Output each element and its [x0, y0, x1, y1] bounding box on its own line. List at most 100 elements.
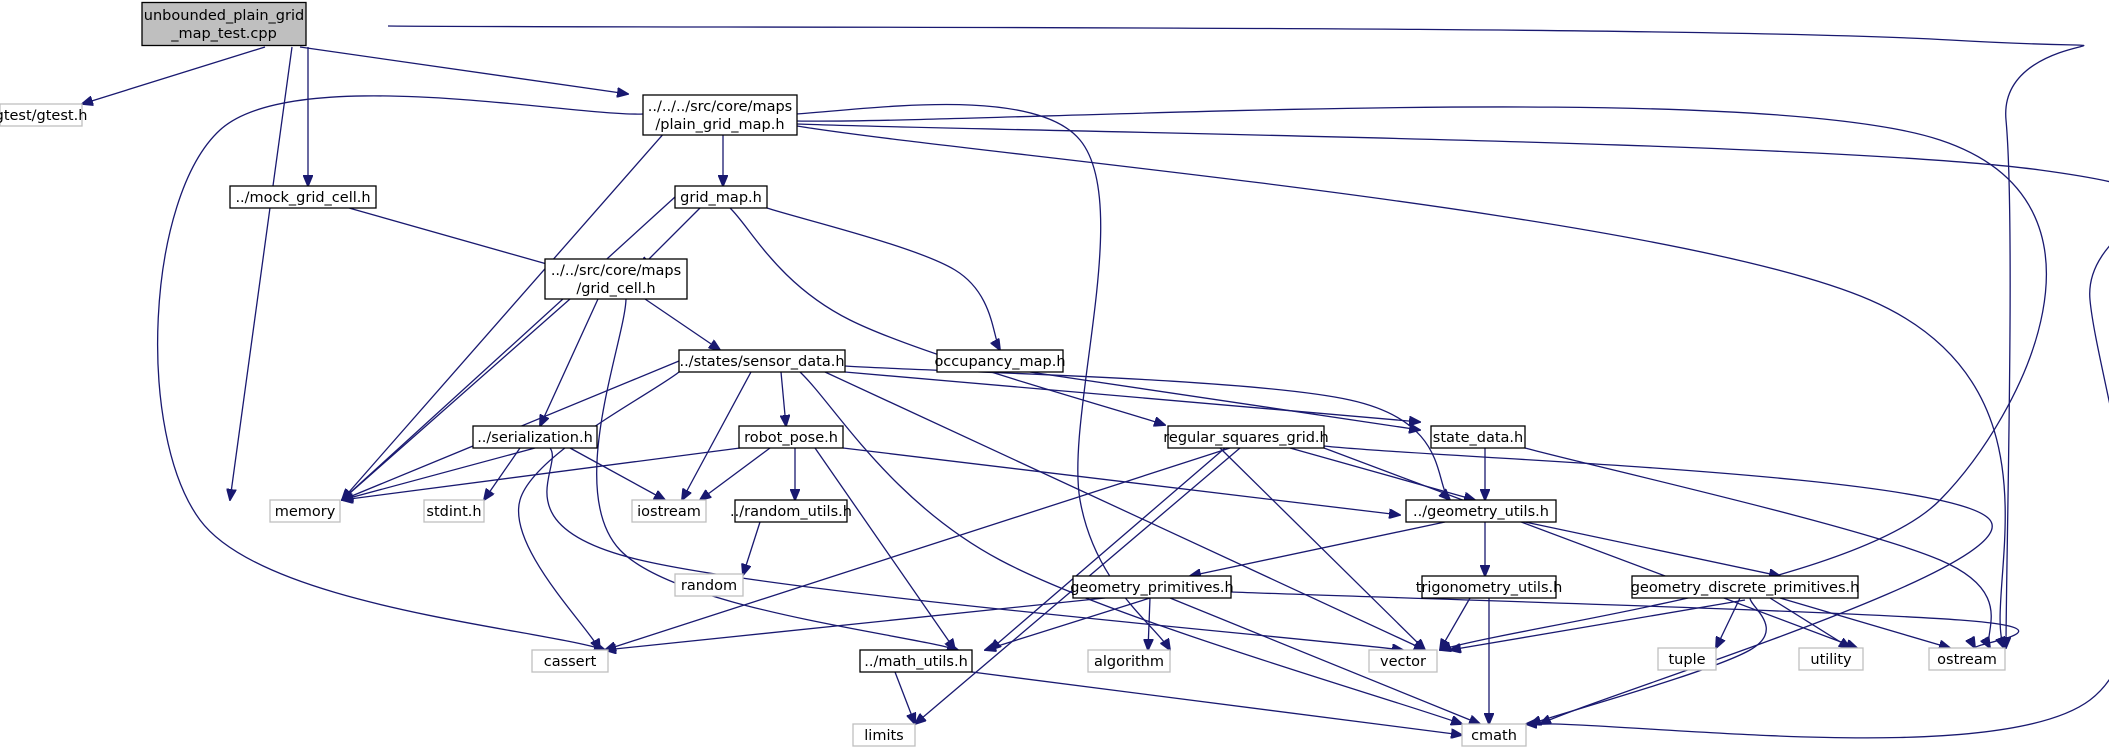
edge-robot-to-memory [342, 447, 741, 500]
node-sensor-box [678, 349, 846, 373]
node-occupancy-box [936, 349, 1064, 373]
node-ostream-box [1928, 647, 2006, 671]
node-cmath-box [1461, 723, 1527, 747]
node-tuple: tuple [1657, 647, 1717, 671]
edge-geom_disc-to-tuple [1716, 597, 1741, 648]
node-regular[interactable]: regular_squares_grid.h [1163, 425, 1329, 449]
edge-geom_prim-to-ostream [1230, 591, 2020, 648]
node-trig-label-0: trigonometry_utils.h [1416, 580, 1563, 596]
node-plain[interactable]: ../../../src/core/maps/plain_grid_map.h [642, 94, 798, 136]
node-random-label-0: random [681, 578, 737, 594]
edge-sensor-to-iostream [682, 371, 752, 500]
edge-serial-to-vector [546, 447, 1403, 650]
node-root[interactable]: unbounded_plain_grid _map_test.cpp [141, 1, 307, 47]
node-math[interactable]: ../math_utils.h [859, 649, 973, 673]
node-robot[interactable]: robot_pose.h [738, 425, 844, 449]
node-gridmap[interactable]: grid_map.h [674, 185, 768, 209]
edge-plain-to-vector [796, 106, 2047, 650]
edge-serial-to-stdint [484, 447, 521, 500]
edge-occupancy-to-state [1029, 371, 1420, 430]
edge-math-to-cmath [971, 671, 1462, 735]
node-memory-label-0: memory [275, 504, 336, 520]
node-plain-label-1: /plain_grid_map.h [655, 117, 784, 133]
edge-geom_prim-to-math [985, 597, 1151, 650]
edge-mock-to-gridcell [348, 207, 568, 270]
node-gridcell-box [544, 258, 688, 300]
node-utility: utility [1798, 647, 1864, 671]
node-geometry_utils-label-0: ../geometry_utils.h [1413, 504, 1549, 520]
node-root-label-1: _map_test.cpp [170, 26, 277, 42]
node-ostream: ostream [1928, 647, 2006, 671]
edge-geom_prim-to-cmath [1169, 597, 1480, 724]
node-occupancy[interactable]: occupancy_map.h [934, 349, 1066, 373]
node-robot-box [738, 425, 844, 449]
node-vector: vector [1368, 649, 1438, 673]
node-cmath-label-0: cmath [1471, 728, 1517, 744]
edge-geom_disc-to-ostream [1779, 597, 1950, 648]
node-occupancy-label-0: occupancy_map.h [934, 354, 1065, 370]
node-geom_disc-box [1631, 575, 1859, 599]
edge-sensor-to-robot [781, 371, 786, 426]
node-limits-label-0: limits [864, 728, 903, 744]
edge-sensor-to-state [844, 371, 1420, 422]
edge-geom_prim-to-algorithm [1148, 597, 1150, 650]
node-cassert: cassert [531, 649, 609, 673]
edge-gridmap-to-gridcell [640, 207, 701, 268]
node-vector-box [1368, 649, 1438, 673]
node-plain-box [642, 94, 798, 136]
node-root-label-0: unbounded_plain_grid [144, 8, 304, 24]
node-regular-label-0: regular_squares_grid.h [1163, 430, 1328, 446]
node-utility-label-0: utility [1810, 652, 1852, 668]
edge-plain-to-cassert [156, 95, 644, 650]
edge-trig-to-vector [1440, 597, 1471, 650]
node-state[interactable]: state_data.h [1430, 425, 1526, 449]
node-sensor-label-0: ../states/sensor_data.h [679, 354, 844, 370]
node-geom_prim-label-0: geometry_primitives.h [1070, 580, 1233, 596]
node-mock-label-0: ../mock_grid_cell.h [235, 190, 370, 206]
edge-geom_disc-to-utility [1769, 597, 1850, 648]
node-algorithm-label-0: algorithm [1094, 654, 1164, 670]
node-gtest-box [0, 103, 83, 127]
dependency-edges [82, 25, 2109, 739]
node-gridcell-label-1: /grid_cell.h [576, 281, 655, 297]
node-cassert-box [531, 649, 609, 673]
node-iostream-box [631, 499, 707, 523]
edge-random_utils-to-random [743, 521, 761, 575]
edge-root-to-memory [230, 46, 293, 500]
edge-gridmap-to-occupancy [766, 207, 1000, 350]
node-serial-box [472, 425, 598, 449]
node-geom_prim[interactable]: geometry_primitives.h [1070, 575, 1234, 599]
edge-regular-to-cassert [605, 447, 1231, 650]
edge-geom_prim-to-cassert [605, 597, 1106, 650]
node-math-box [859, 649, 973, 673]
edge-regular-to-math [990, 447, 1226, 650]
edge-gridmap-to-regular [729, 207, 1165, 425]
node-random_utils-label-0: ../random_utils.h [730, 504, 852, 520]
node-gridcell[interactable]: ../../src/core/maps/grid_cell.h [544, 258, 688, 300]
node-gtest: gtest/gtest.h [0, 103, 87, 127]
edge-plain-to-memory [342, 114, 681, 500]
dependency-nodes: unbounded_plain_grid _map_test.cpp gtest/g… [0, 1, 2006, 747]
edge-serial-to-memory [342, 447, 536, 500]
edge-geometry_utils-to-geom_prim [1190, 521, 1446, 576]
node-random_utils[interactable]: ../random_utils.h [730, 499, 852, 523]
node-sensor[interactable]: ../states/sensor_data.h [678, 349, 846, 373]
node-mock-box [229, 185, 377, 209]
edge-regular-to-vector [1219, 447, 1425, 650]
node-gridcell-label-0: ../../src/core/maps [551, 263, 681, 279]
node-geometry_utils[interactable]: ../geometry_utils.h [1405, 499, 1557, 523]
edge-plain-to-cmath [796, 123, 2109, 739]
node-mock[interactable]: ../mock_grid_cell.h [229, 185, 377, 209]
edge-gridcell-to-sensor [644, 298, 720, 350]
node-trig[interactable]: trigonometry_utils.h [1416, 575, 1563, 599]
node-vector-label-0: vector [1380, 654, 1426, 670]
edge-sensor-to-cassert [517, 371, 680, 650]
edge-math-to-limits [894, 671, 915, 724]
node-geom_disc[interactable]: geometry_discrete_primitives.h [1631, 575, 1860, 599]
node-plain-label-0: ../../../src/core/maps [648, 99, 792, 115]
node-gridmap-label-0: grid_map.h [680, 190, 762, 206]
node-stdint-label-0: stdint.h [426, 504, 481, 520]
node-ostream-label-0: ostream [1937, 652, 1997, 668]
node-serial[interactable]: ../serialization.h [472, 425, 598, 449]
